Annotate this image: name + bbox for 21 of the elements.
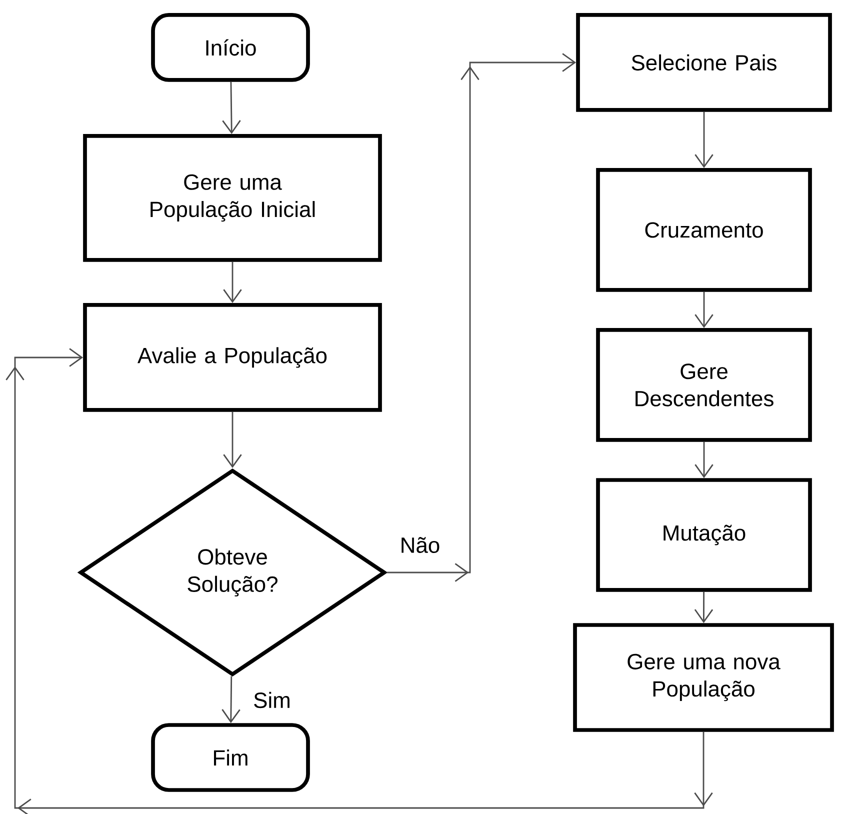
edge-label: Sim [251, 690, 293, 710]
process-box: Gere uma População Inicial [83, 134, 382, 262]
process-box: Avalie a População [83, 303, 382, 412]
arrow [223, 412, 242, 468]
terminal-box: Fim [151, 723, 310, 792]
arrow [694, 292, 714, 328]
terminal-box: Início [151, 13, 310, 82]
arrow [222, 676, 240, 724]
arrow [694, 592, 714, 624]
edge-label: Não [398, 535, 442, 555]
process-box: Selecione Pais [576, 13, 832, 112]
arrow [386, 53, 576, 582]
process-box: Cruzamento [596, 168, 812, 292]
process-box: Gere Descendentes [596, 328, 812, 442]
process-box: Mutação [596, 478, 812, 592]
process-box: Gere uma nova População [573, 623, 834, 732]
arrow [694, 442, 714, 478]
arrow [223, 262, 242, 304]
arrow [222, 82, 241, 134]
arrow [6, 348, 713, 814]
arrow [694, 112, 714, 168]
